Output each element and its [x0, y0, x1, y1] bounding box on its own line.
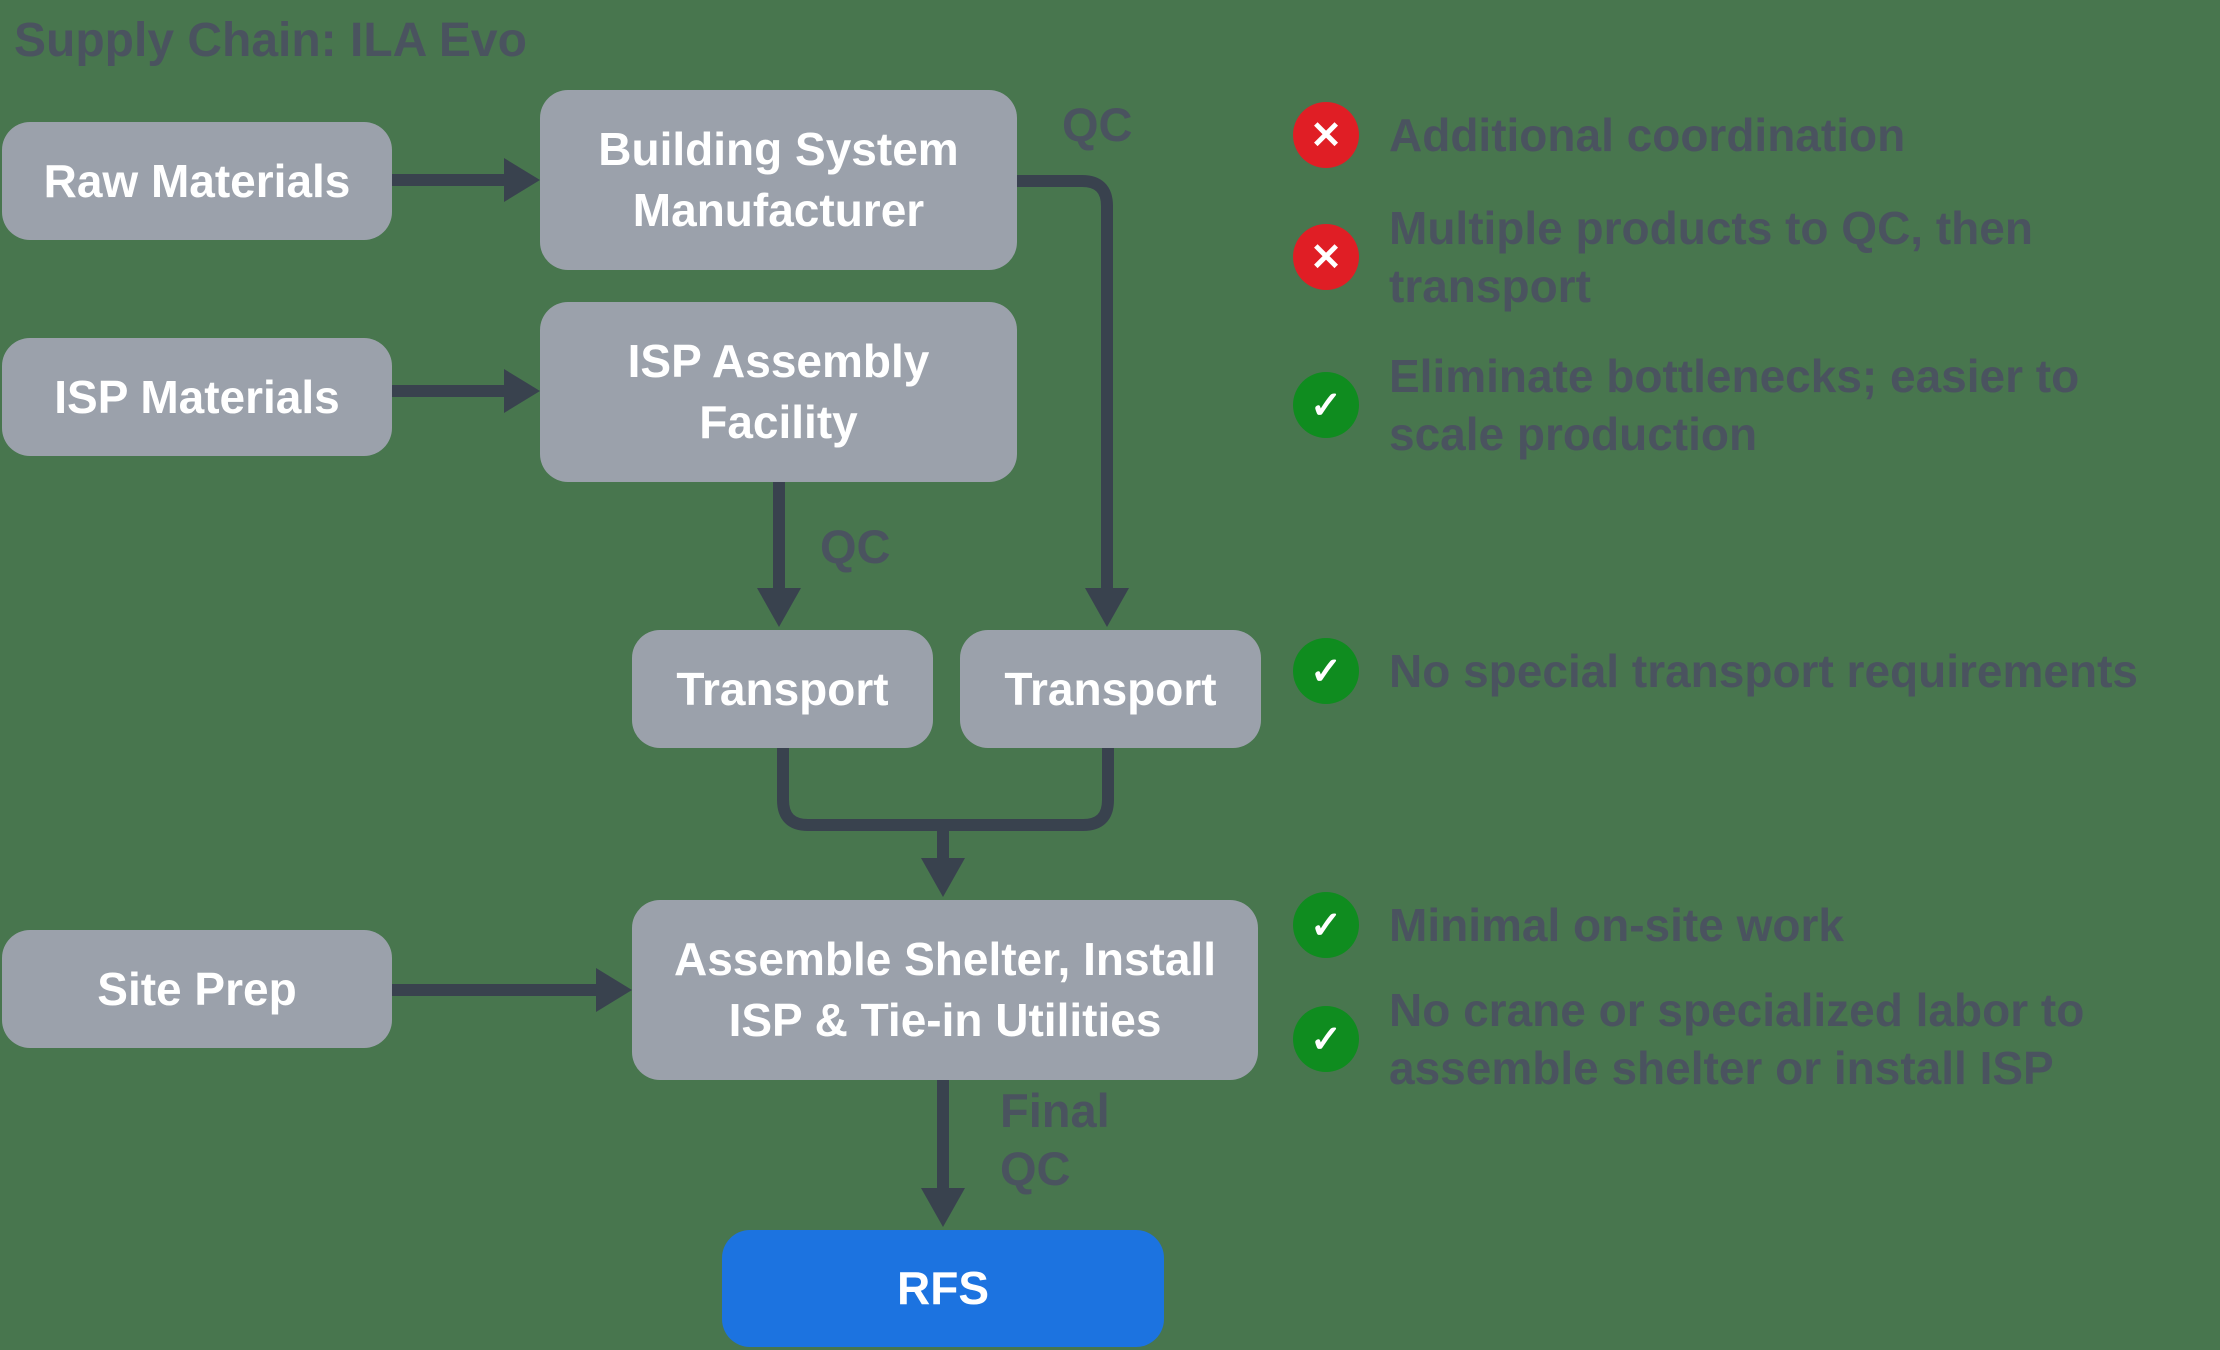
node-isp-materials: ISP Materials: [2, 338, 392, 456]
arrowhead-merge-to-assemble: [921, 858, 965, 897]
edge-bsm-qc-to-transport-line: [1017, 175, 1113, 590]
page-title: Supply Chain: ILA Evo: [14, 14, 527, 67]
node-transport-right-label: Transport: [1004, 662, 1217, 715]
edge-label-final-qc: Final QC: [1000, 1084, 1110, 1195]
node-transport-left-label: Transport: [676, 662, 889, 715]
annotation-text: Additional coordination: [1389, 109, 1906, 161]
cross-glyph: ✕: [1310, 236, 1342, 279]
annotation-no-crane: ✓ No crane or specialized labor to assem…: [1293, 981, 2084, 1097]
edge-transport-left-merge-line: [777, 748, 943, 831]
arrowhead-ispmat-to-ispasm: [504, 369, 540, 413]
edge-label-qc-top: QC: [1062, 98, 1133, 151]
check-glyph: ✓: [1310, 904, 1342, 947]
arrowhead-siteprep-to-assemble: [596, 968, 632, 1012]
node-transport-right: Transport: [960, 630, 1261, 748]
node-building-system-manufacturer-label: Building System Manufacturer: [598, 123, 959, 236]
check-glyph: ✓: [1310, 384, 1342, 427]
annotation-text: Minimal on-site work: [1389, 899, 1844, 951]
check-glyph: ✓: [1310, 1018, 1342, 1061]
cross-glyph: ✕: [1310, 114, 1342, 157]
node-building-system-manufacturer: Building System Manufacturer: [540, 90, 1017, 270]
cross-icon: ✕: [1293, 102, 1359, 168]
arrowhead-assemble-to-rfs: [921, 1188, 965, 1227]
node-site-prep-label: Site Prep: [97, 962, 297, 1015]
edge-label-qc-mid: QC: [820, 520, 891, 573]
annotation-additional-coordination: ✕ Additional coordination: [1293, 102, 1905, 168]
annotation-text: Multiple products to QC, then transport: [1389, 202, 2033, 312]
check-glyph: ✓: [1310, 650, 1342, 693]
node-rfs-label: RFS: [897, 1262, 989, 1314]
node-raw-materials-label: Raw Materials: [43, 154, 351, 207]
node-transport-left: Transport: [632, 630, 933, 748]
node-isp-assembly-facility: ISP Assembly Facility: [540, 302, 1017, 482]
check-icon: ✓: [1293, 1006, 1359, 1072]
node-isp-assembly-facility-label: ISP Assembly Facility: [627, 335, 930, 448]
check-icon: ✓: [1293, 638, 1359, 704]
edge-transport-right-merge-line: [943, 748, 1114, 831]
arrowhead-qc-to-transport-left: [757, 588, 801, 627]
annotation-no-special-transport: ✓ No special transport requirements: [1293, 638, 2138, 704]
arrowhead-raw-to-bsm: [504, 158, 540, 202]
annotation-minimal-onsite-work: ✓ Minimal on-site work: [1293, 892, 1844, 958]
node-rfs: RFS: [722, 1230, 1164, 1347]
node-assemble-shelter-label: Assemble Shelter, Install ISP & Tie-in U…: [673, 933, 1216, 1046]
check-icon: ✓: [1293, 892, 1359, 958]
node-assemble-shelter: Assemble Shelter, Install ISP & Tie-in U…: [632, 900, 1258, 1080]
annotation-text: No special transport requirements: [1389, 645, 2138, 697]
node-raw-materials: Raw Materials: [2, 122, 392, 240]
arrowhead-qc-to-transport-right: [1085, 588, 1129, 627]
annotation-multiple-products: ✕ Multiple products to QC, then transpor…: [1293, 199, 2033, 315]
annotation-text: Eliminate bottlenecks; easier to scale p…: [1389, 350, 2080, 460]
check-icon: ✓: [1293, 372, 1359, 438]
annotation-text: No crane or specialized labor to assembl…: [1389, 984, 2085, 1094]
annotation-eliminate-bottlenecks: ✓ Eliminate bottlenecks; easier to scale…: [1293, 347, 2079, 463]
node-site-prep: Site Prep: [2, 930, 392, 1048]
node-isp-materials-label: ISP Materials: [54, 370, 340, 423]
cross-icon: ✕: [1293, 224, 1359, 290]
